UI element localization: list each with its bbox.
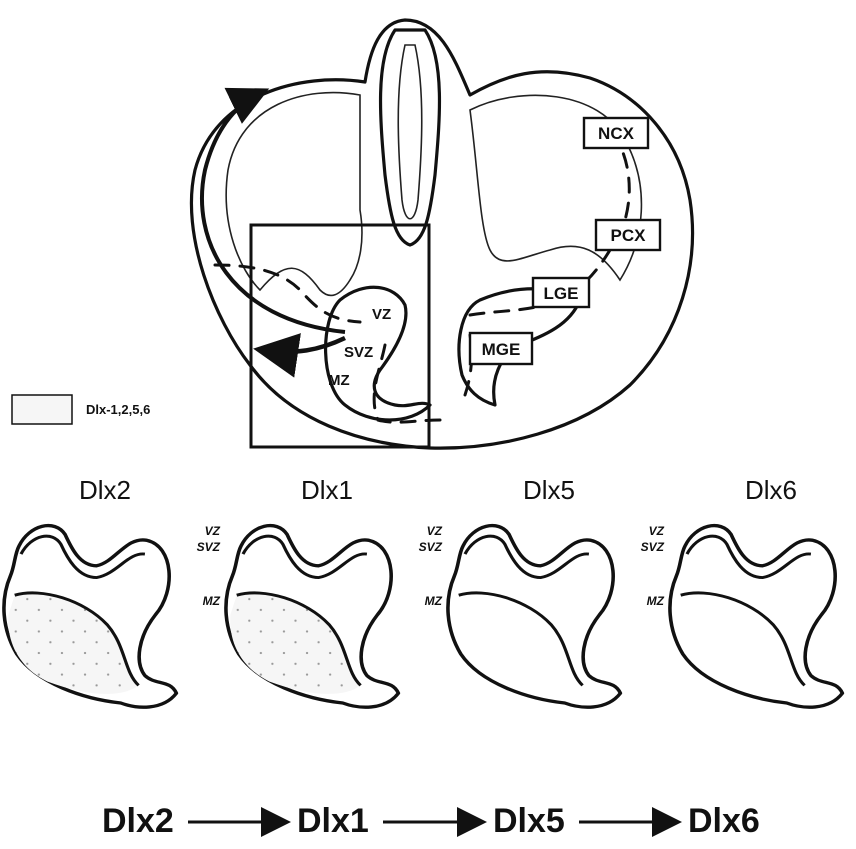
eminence-outline [448, 526, 620, 708]
sequence-gene-dlx1: Dlx1 [297, 802, 369, 840]
legend-swatch [12, 395, 72, 424]
vz-label: VZ [372, 306, 391, 323]
brain-section: NCX PCX LGE MGE VZ SVZ MZ [191, 20, 692, 448]
zone-label-vz: VZ [427, 524, 443, 538]
zone-label-svz: SVZ [419, 540, 443, 554]
ncx-label: NCX [598, 124, 635, 143]
zone-label-mz: MZ [425, 594, 443, 608]
pcx-box: PCX [596, 220, 660, 250]
mz-label: MZ [328, 372, 350, 389]
panel-title: Dlx2 [79, 475, 131, 505]
lge-box: LGE [533, 278, 589, 307]
panel-eminence [4, 526, 176, 708]
mge-label: MGE [482, 340, 521, 359]
panel-dlx2: Dlx2VZSVZMZ [0, 475, 176, 707]
sequence-gene-dlx2: Dlx2 [102, 802, 174, 840]
expression-sequence: Dlx2 Dlx1 Dlx5 Dlx6 [102, 802, 760, 840]
zone-label-mz: MZ [647, 594, 665, 608]
panel-title: Dlx6 [745, 475, 797, 505]
eminence-outline [670, 526, 842, 708]
svz-label: SVZ [344, 344, 373, 361]
legend-label: Dlx-1,2,5,6 [86, 402, 150, 417]
panel-title: Dlx1 [301, 475, 353, 505]
pcx-label: PCX [611, 226, 647, 245]
zone-label-svz: SVZ [197, 540, 221, 554]
panel-eminence [670, 526, 842, 708]
zone-label-svz: SVZ [641, 540, 665, 554]
panel-eminence [448, 526, 620, 708]
zone-label-vz: VZ [649, 524, 665, 538]
sequence-gene-dlx6: Dlx6 [688, 802, 760, 840]
panel-eminence [226, 526, 398, 708]
sequence-gene-dlx5: Dlx5 [493, 802, 565, 840]
ncx-box: NCX [584, 118, 648, 148]
zone-label-mz: MZ [203, 594, 221, 608]
zone-label-vz: VZ [205, 524, 221, 538]
legend: Dlx-1,2,5,6 [12, 395, 150, 424]
panel-title: Dlx5 [523, 475, 575, 505]
mge-box: MGE [470, 333, 532, 364]
lge-label: LGE [544, 284, 579, 303]
